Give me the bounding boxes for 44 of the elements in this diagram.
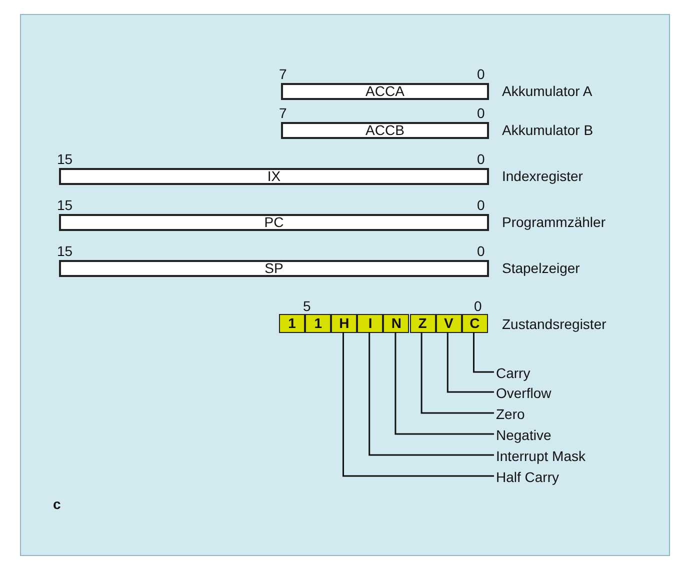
register-name: Indexregister	[502, 168, 583, 184]
flag-name: Negative	[496, 427, 552, 443]
bit-number: 0	[477, 243, 485, 259]
register-box: SP	[59, 260, 489, 277]
flag-name: Interrupt Mask	[496, 448, 586, 464]
flag-bit-cell: I	[357, 314, 384, 333]
register-box: ACCB	[281, 122, 489, 139]
flag-bit-cell: 1	[279, 314, 306, 333]
bit-number: 5	[303, 298, 311, 314]
leader-line	[394, 332, 494, 435]
register-box: PC	[59, 214, 489, 231]
flag-name: Zero	[496, 406, 525, 422]
leader-line	[473, 332, 494, 373]
register-name: Programmzähler	[502, 214, 606, 230]
leader-line	[368, 332, 494, 456]
flag-bit-cell: H	[331, 314, 358, 333]
bit-number: 0	[474, 298, 482, 314]
flag-bit-cell: C	[462, 314, 488, 333]
register-box: IX	[59, 168, 489, 185]
flag-bit-cell: Z	[410, 314, 436, 333]
flag-name: Overflow	[496, 385, 552, 401]
flag-bit-cell: V	[436, 314, 462, 333]
register-name: Akkumulator A	[502, 83, 592, 99]
flag-bit-cell: 1	[305, 314, 332, 333]
bit-number: 0	[477, 151, 485, 167]
panel-letter: c	[53, 496, 61, 512]
register-box: ACCA	[281, 83, 489, 100]
register-name: Akkumulator B	[502, 122, 594, 138]
bit-number: 7	[279, 105, 287, 121]
bit-number: 7	[279, 66, 287, 82]
leader-line	[342, 332, 494, 477]
bit-number: 15	[57, 151, 73, 167]
leader-line	[446, 332, 494, 393]
bit-number: 0	[477, 105, 485, 121]
bit-number: 0	[477, 197, 485, 213]
register-name: Zustandsregister	[502, 316, 606, 332]
flag-name: Half Carry	[496, 469, 560, 485]
bit-number: 15	[57, 243, 73, 259]
register-name: Stapelzeiger	[502, 260, 580, 276]
bit-number: 0	[477, 66, 485, 82]
flag-bit-cell: N	[383, 314, 410, 333]
leader-line	[420, 332, 494, 414]
flag-name: Carry	[496, 365, 530, 381]
bit-number: 15	[57, 197, 73, 213]
